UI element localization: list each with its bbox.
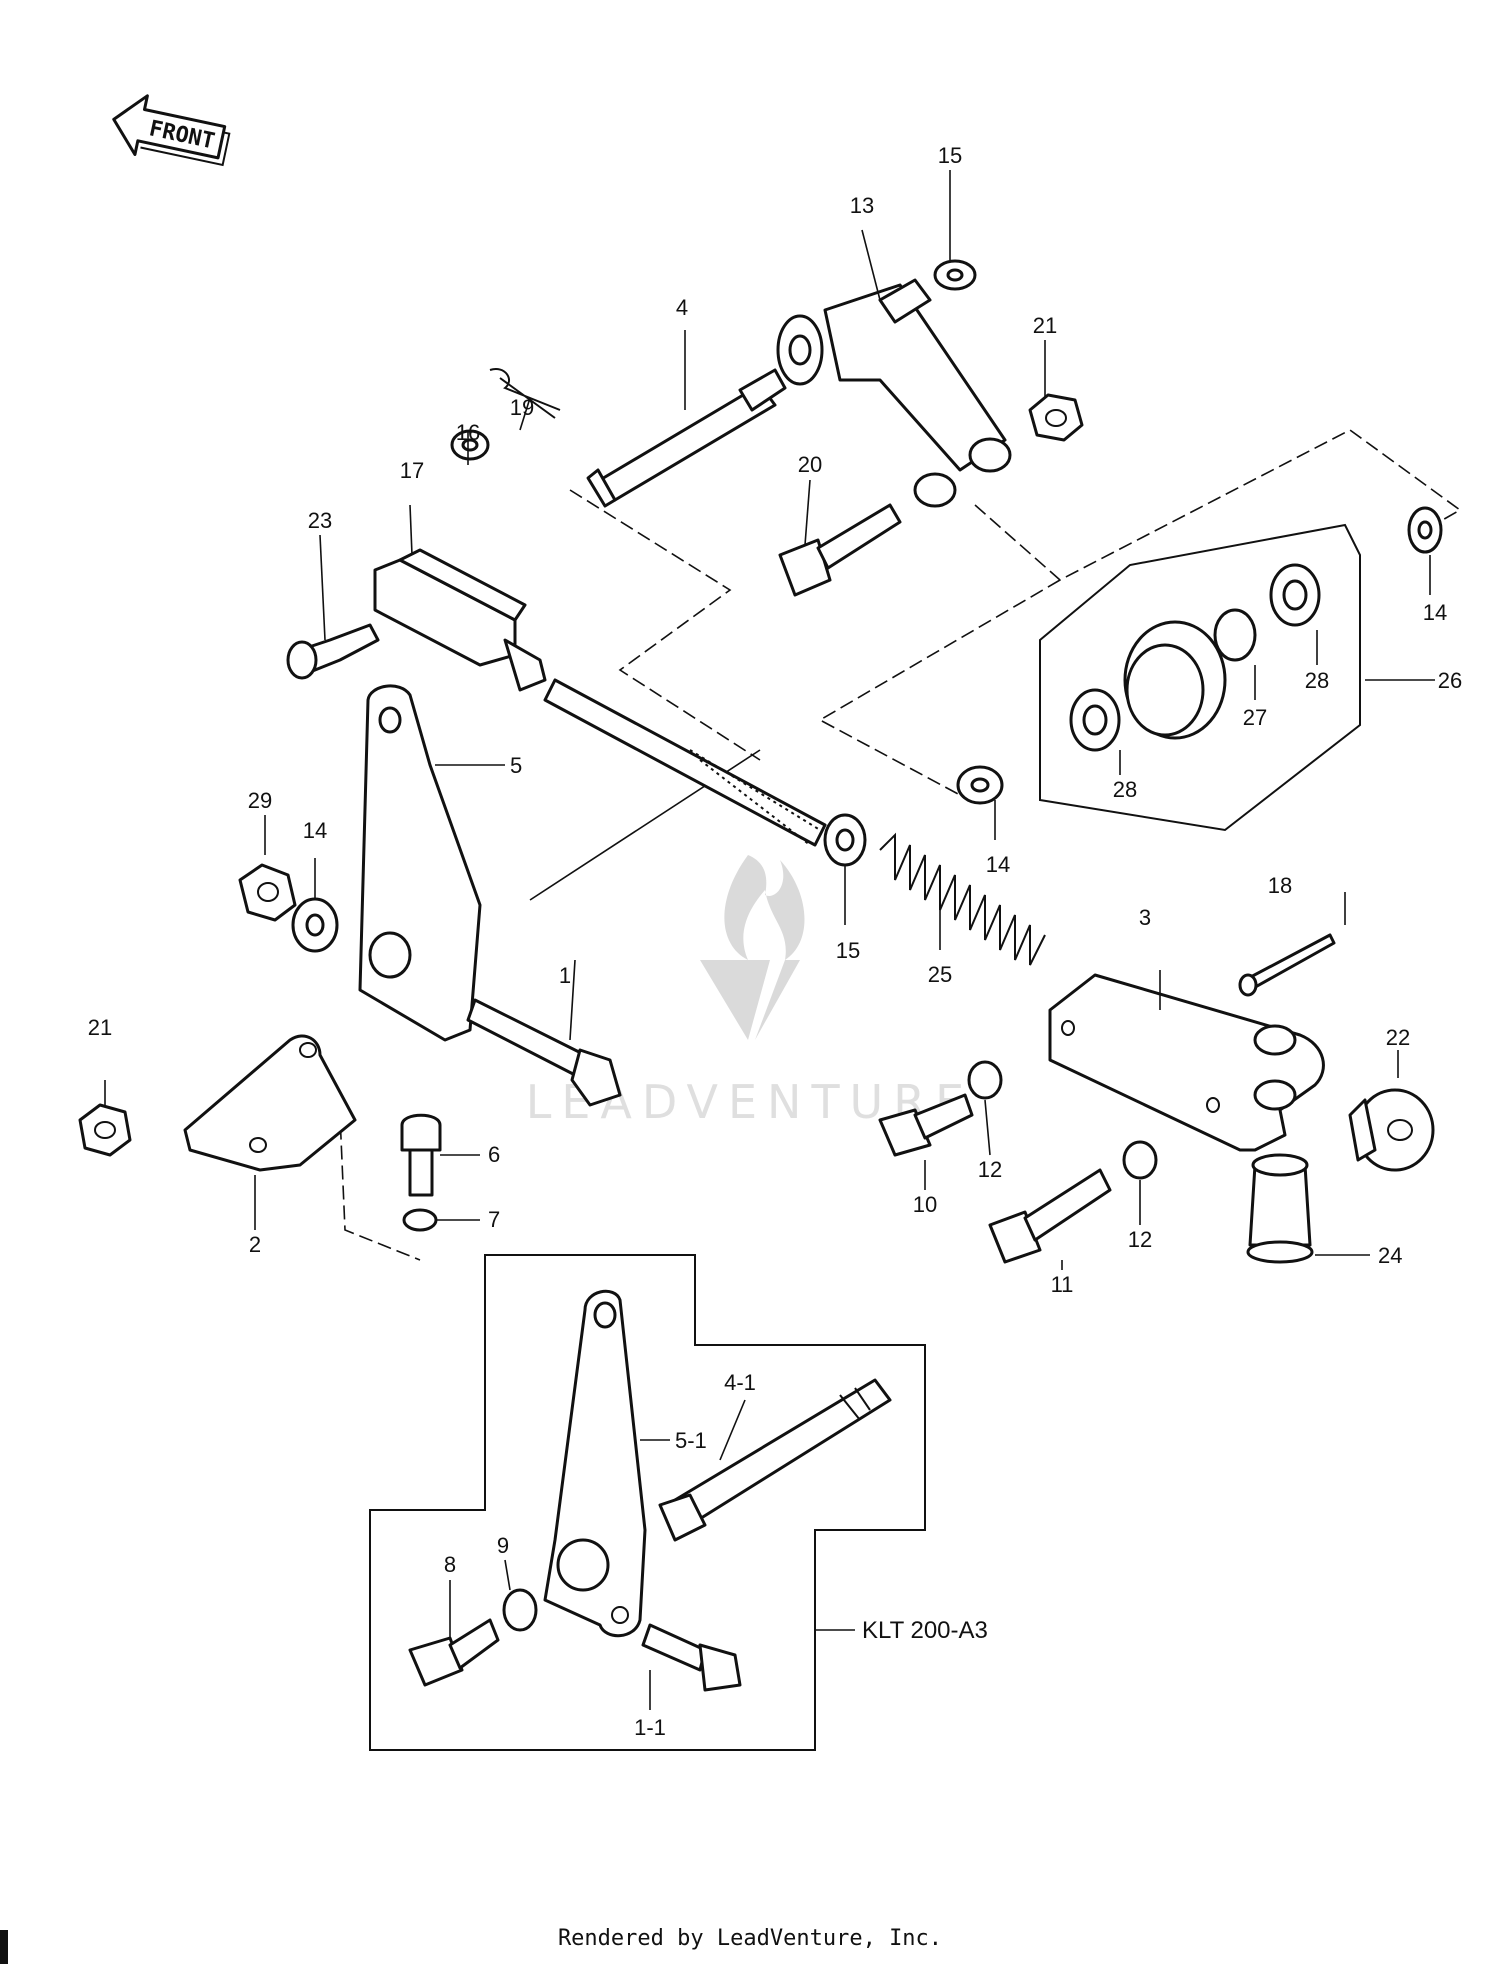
label-8: 8 [444,1552,456,1577]
pin-part-4-1 [658,1378,892,1542]
bolt-part-11 [988,1168,1112,1264]
bolt-part-8 [408,1618,500,1687]
bearing-part-28-left [1069,688,1121,752]
label-14-mid: 14 [986,852,1010,877]
label-12-upper: 12 [978,1157,1002,1182]
bracket-part-5 [358,684,482,1042]
label-5: 5 [510,753,522,778]
arm-part-13 [776,278,1012,508]
label-13: 13 [850,193,874,218]
bolt-part-1 [466,998,622,1107]
washer-part-14-left [291,897,339,953]
part-labels: 15 13 21 4 19 16 17 23 20 14 26 27 28 28… [88,143,1462,1740]
bolt-part-20 [778,503,902,597]
front-arrow: FRONT [112,94,231,167]
label-10: 10 [913,1192,937,1217]
label-24: 24 [1378,1243,1402,1268]
label-18: 18 [1268,873,1292,898]
washer-part-12-upper [967,1060,1003,1100]
pin-part-4 [586,368,787,508]
washer-part-15-top [933,259,977,291]
bearing-part-28-right [1269,563,1321,627]
nut-part-29 [238,863,297,922]
pin-part-24 [1246,1153,1314,1264]
roller-part-26 [1123,620,1227,740]
label-20: 20 [798,452,822,477]
label-4-1: 4-1 [724,1370,756,1395]
roller-assembly-part-26 [1039,523,1361,832]
bolt-part-10 [878,1093,974,1157]
label-6: 6 [488,1142,500,1167]
label-9: 9 [497,1533,509,1558]
label-4: 4 [676,295,688,320]
pin-part-23 [286,623,380,680]
label-1-1: 1-1 [634,1715,666,1740]
bracket-part-3 [1048,973,1325,1152]
footer-credit: Rendered by LeadVenture, Inc. [558,1926,942,1951]
label-17: 17 [400,458,424,483]
washer-part-9 [502,1588,538,1632]
label-14-left: 14 [303,818,327,843]
label-27: 27 [1243,705,1267,730]
label-25: 25 [928,962,952,987]
nut-part-21-top [1028,393,1084,442]
label-16: 16 [456,420,480,445]
bolt-part-1-1 [641,1623,742,1692]
cotter-pin-part-18 [1238,933,1336,997]
label-22: 22 [1386,1025,1410,1050]
bolt-part-6 [400,1113,442,1197]
washer-part-14-mid [956,765,1004,805]
label-19: 19 [510,395,534,420]
label-28-right: 28 [1305,668,1329,693]
label-23: 23 [308,508,332,533]
spring-part-25 [879,832,1046,966]
leader-lines [104,170,1435,1710]
cap-nut-part-22 [1348,1088,1435,1172]
label-11: 11 [1051,1272,1074,1297]
nut-part-21-left [78,1103,132,1157]
label-7: 7 [488,1207,500,1232]
clevis-part-17 [373,548,547,692]
label-28-left: 28 [1113,777,1137,802]
label-12-lower: 12 [1128,1227,1152,1252]
washer-part-16 [450,429,490,461]
label-14-right: 14 [1423,600,1447,625]
washer-part-14-right [1407,506,1443,554]
label-15-top: 15 [938,143,962,168]
washer-part-7 [402,1208,438,1232]
label-3: 3 [1139,905,1151,930]
label-1: 1 [559,963,571,988]
label-15-mid: 15 [836,938,860,963]
collar-part-27 [1213,608,1257,662]
washer-part-15-mid [823,813,867,867]
label-29: 29 [248,788,272,813]
corner-mark [0,1930,8,1964]
variant-box [369,1254,926,1751]
variant-callout: KLT 200-A3 [862,1617,988,1644]
washer-part-12-lower [1122,1140,1158,1180]
plate-part-2 [183,1034,357,1172]
adjust-rod [543,678,827,847]
label-5-1: 5-1 [675,1428,707,1453]
label-21-left: 21 [88,1015,112,1040]
label-21-top: 21 [1033,313,1057,338]
clip-part-19 [489,368,561,419]
label-26: 26 [1438,668,1462,693]
bracket-part-5-1 [543,1289,647,1638]
label-2: 2 [249,1232,261,1257]
